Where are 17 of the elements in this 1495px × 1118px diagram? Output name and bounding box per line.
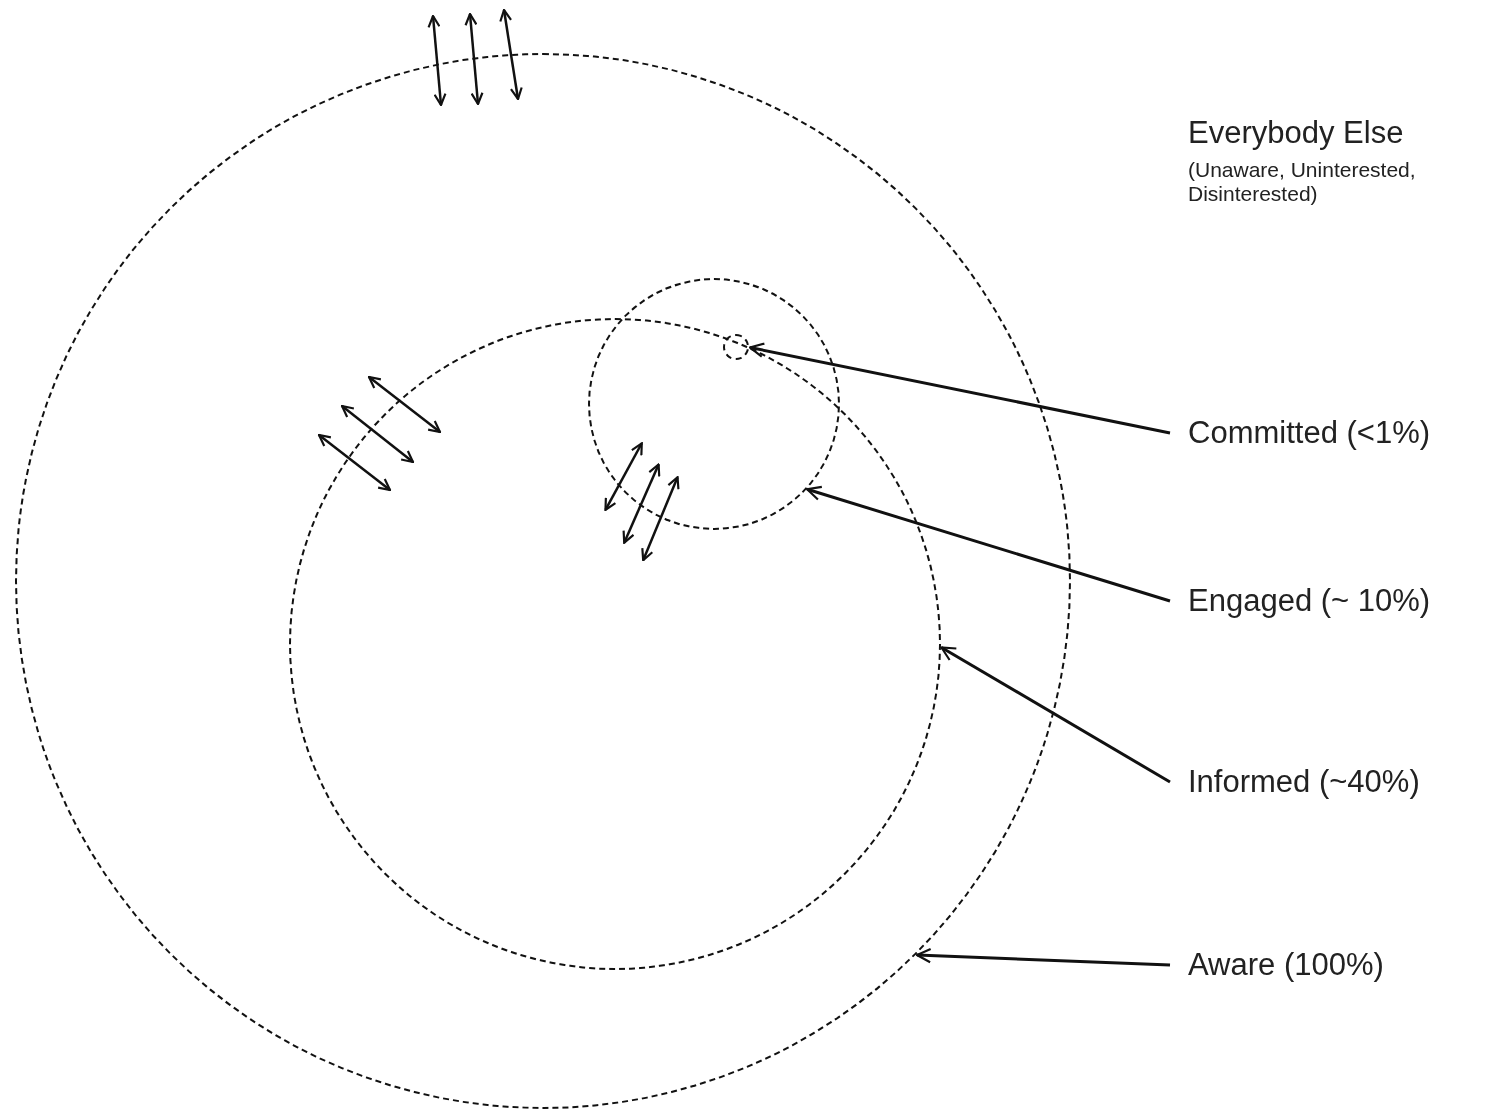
leader-line: [748, 342, 1171, 435]
callout-text: Informed (~40%): [1188, 764, 1420, 800]
double-arrow: [622, 463, 661, 544]
leader-line: [806, 485, 1171, 603]
dashed-circle: [288, 317, 941, 970]
note-text: (Unaware, Uninterested, Disinterested): [1188, 158, 1417, 206]
callout-text: Engaged (~ 10%): [1188, 583, 1431, 619]
callout-text: Aware (100%): [1188, 947, 1384, 983]
callout-text: Committed (<1%): [1188, 415, 1431, 451]
leader-line: [916, 947, 1171, 967]
double-arrow: [641, 476, 680, 562]
heading-text: Everybody Else: [1188, 115, 1405, 151]
leader-line: [940, 646, 1171, 784]
dashed-circle: [587, 277, 840, 530]
dashed-circle: [723, 334, 749, 360]
dashed-circle: [15, 53, 1071, 1109]
double-arrow: [604, 442, 643, 512]
